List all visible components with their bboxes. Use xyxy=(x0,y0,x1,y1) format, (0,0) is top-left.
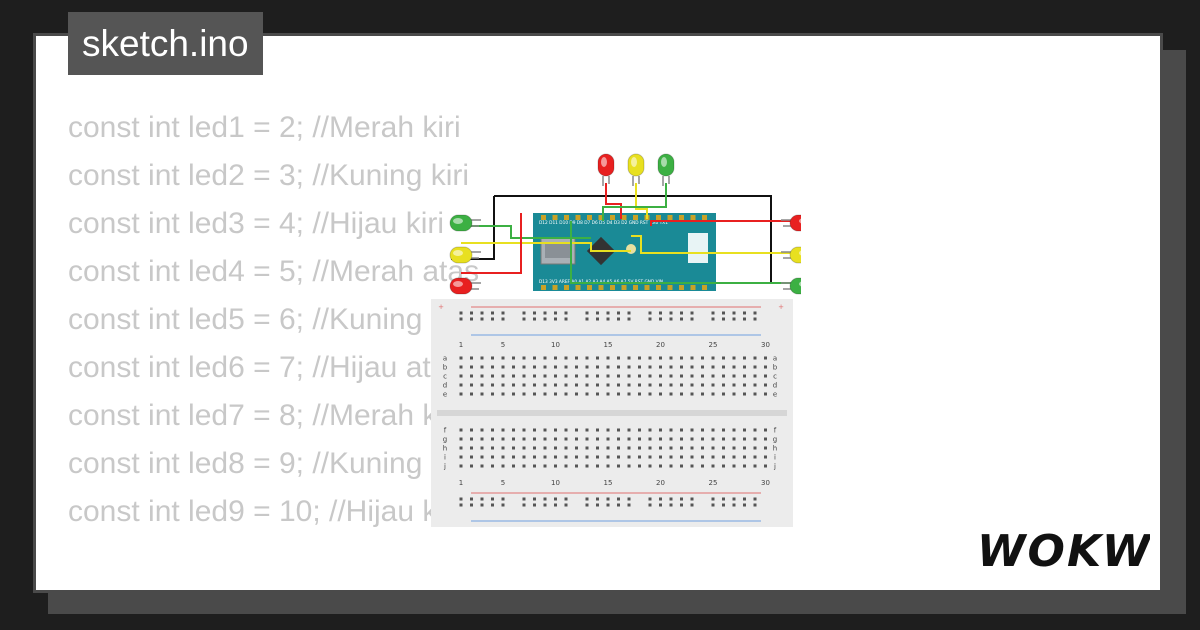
breadboard-column-number: 25 xyxy=(709,479,718,487)
breadboard-column-number: 20 xyxy=(656,479,665,487)
breadboard-column-number: 30 xyxy=(761,479,770,487)
breadboard-column-number: 5 xyxy=(501,479,505,487)
code-line xyxy=(68,536,512,584)
code-line: const int led2 = 3; //Kuning kiri xyxy=(68,159,470,192)
breadboard-row-letter: j xyxy=(773,463,776,471)
breadboard-row-letter: d xyxy=(443,382,447,390)
breadboard-column-number: 20 xyxy=(656,341,665,349)
breadboard-row-letter: a xyxy=(773,355,777,363)
breadboard-row-letter: e xyxy=(443,391,447,399)
breadboard-column-number: 10 xyxy=(551,341,560,349)
board-top-pin-labels: D12 D11 D10 D9 D8 D7 D6 D5 D4 D3 D2 GND … xyxy=(539,220,668,226)
breadboard-column-number: 5 xyxy=(501,341,505,349)
breadboard-row-letter: b xyxy=(773,364,778,372)
wokwi-logo-text: WOKWi xyxy=(977,526,1150,577)
breadboard-row-letter: g xyxy=(773,436,777,444)
wires xyxy=(451,183,791,284)
led-green-left[interactable] xyxy=(449,214,481,232)
breadboard-row-letter: d xyxy=(773,382,777,390)
led-red-left[interactable] xyxy=(449,277,481,295)
breadboard-rail-sign: + xyxy=(778,303,784,311)
breadboard-row-letter: h xyxy=(443,445,447,453)
code-line: const int led3 = 4; //Hijau kiri xyxy=(68,207,445,240)
led-group xyxy=(449,153,801,295)
breadboard-column-number: 25 xyxy=(709,341,718,349)
breadboard-column-number: 30 xyxy=(761,341,770,349)
code-line: void setup() { xyxy=(68,584,512,590)
breadboard-row-letter: c xyxy=(443,373,447,381)
led-red-top[interactable] xyxy=(597,153,615,186)
led-red-right[interactable] xyxy=(781,214,801,232)
breadboard-row-letter: i xyxy=(444,454,446,462)
code-line: const int led4 = 5; //Merah atas xyxy=(68,255,480,288)
file-tab[interactable]: sketch.ino xyxy=(68,12,263,75)
code-line: const int led1 = 2; //Merah kiri xyxy=(68,111,461,144)
breadboard-column-number: 15 xyxy=(604,341,613,349)
breadboard-row-letter: f xyxy=(774,427,777,435)
breadboard-row-letter: e xyxy=(773,391,777,399)
breadboard-row-letter: j xyxy=(443,463,446,471)
wokwi-logo: WOKWi xyxy=(977,526,1150,577)
led-green-top[interactable] xyxy=(657,153,675,186)
breadboard-column-number: 1 xyxy=(459,479,463,487)
breadboard-row-letter: b xyxy=(443,364,448,372)
breadboard-rail-sign: + xyxy=(438,303,444,311)
breadboard-row-letter: g xyxy=(443,436,447,444)
led-yellow-right[interactable] xyxy=(781,246,801,264)
code-line: const int led8 = 9; //Kuning kanan xyxy=(68,447,513,480)
led-green-right[interactable] xyxy=(781,277,801,295)
breadboard-column-number: 10 xyxy=(551,479,560,487)
breadboard-row-letter: f xyxy=(444,427,447,435)
breadboard-row-letter: c xyxy=(773,373,777,381)
led-yellow-left[interactable] xyxy=(449,246,481,264)
preview-card: const int led1 = 2; //Merah kiri const in… xyxy=(33,33,1163,593)
breadboard-row-letter: a xyxy=(443,355,447,363)
breadboard-row-letter: i xyxy=(774,454,776,462)
breadboard-column-number: 15 xyxy=(604,479,613,487)
led-yellow-top[interactable] xyxy=(627,153,645,186)
breadboard-column-number: 1 xyxy=(459,341,463,349)
breadboard-row-letter: h xyxy=(773,445,777,453)
